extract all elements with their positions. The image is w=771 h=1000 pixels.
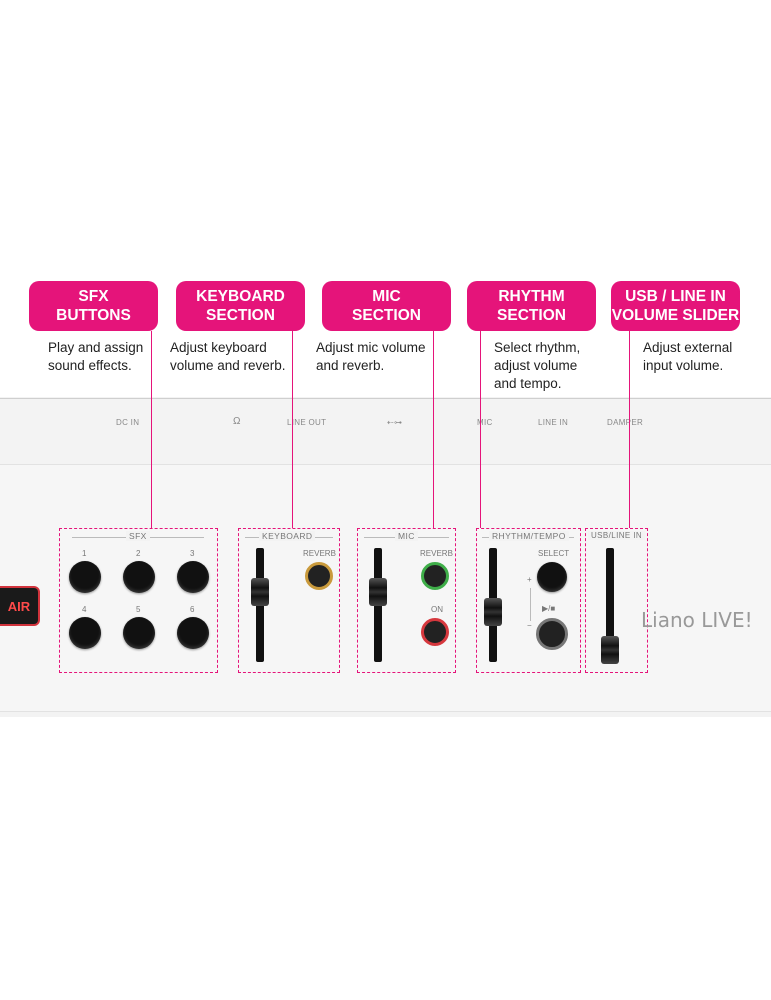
sfx-button-3[interactable] [177,561,209,593]
desc-line: volume and reverb. [170,358,286,373]
callout-description-mic: Adjust mic volume and reverb. [316,339,426,375]
callout-description-usb: Adjust external input volume. [643,339,732,375]
port-label-damper: DAMPER [607,418,644,427]
callout-title-line2: SECTION [206,307,275,324]
highlight-box-keyboard [238,528,340,673]
callout-rhythm: RHYTHM SECTION [467,281,596,331]
callout-title-line2: VOLUME SLIDER [611,307,740,324]
panel-edge [0,398,771,399]
air-button[interactable]: AIR [0,586,40,626]
rhythm-select-label: SELECT [538,549,570,558]
rhythm-select-button[interactable] [537,562,567,592]
mic-on-button[interactable] [421,618,449,646]
sfx-label-6: 6 [190,605,195,614]
mic-section-title: MIC [395,531,418,541]
callout-title-line1: RHYTHM [498,288,565,305]
port-label-line-out: LINE OUT [287,418,327,427]
sfx-button-4[interactable] [69,617,101,649]
sfx-label-5: 5 [136,605,141,614]
desc-line: sound effects. [48,358,132,373]
leader-line-rhythm [480,331,481,528]
rhythm-play-stop-button[interactable] [536,618,568,650]
desc-line: and reverb. [316,358,385,373]
callout-title-line1: MIC [372,288,401,305]
leader-line-mic [433,331,434,528]
callout-description-keyboard: Adjust keyboard volume and reverb. [170,339,286,375]
rhythm-section-title: RHYTHM/TEMPO [489,531,569,541]
usb-icon: ⇠⊶ [387,418,403,427]
sfx-label-4: 4 [82,605,87,614]
sfx-button-5[interactable] [123,617,155,649]
sfx-label-3: 3 [190,549,195,558]
play-stop-icon: ▶/■ [542,604,556,613]
sfx-label-2: 2 [136,549,141,558]
desc-line: Adjust external [643,340,733,355]
usb-section-title: USB/LINE IN [588,531,646,540]
callout-keyboard: KEYBOARD SECTION [176,281,305,331]
tempo-scale-line [530,588,531,621]
leader-line-usb [629,331,630,528]
tempo-plus-label: + [527,575,532,584]
callout-usb-line-in: USB / LINE IN VOLUME SLIDER [611,281,740,331]
leader-line-sfx [151,331,152,528]
desc-line: and tempo. [494,376,562,391]
liano-live-logo: Liano LIVE! [641,608,753,632]
sfx-button-1[interactable] [69,561,101,593]
sfx-section-title: SFX [126,531,150,541]
sfx-label-1: 1 [82,549,87,558]
mic-reverb-label: REVERB [420,549,453,558]
desc-line: Adjust mic volume [316,340,426,355]
highlight-box-sfx [59,528,218,673]
callout-description-sfx: Play and assign sound effects. [48,339,143,375]
desc-line: input volume. [643,358,724,373]
tempo-minus-label: − [527,621,532,630]
callout-title-line2: SECTION [497,307,566,324]
rhythm-volume-slider[interactable] [484,598,502,626]
callout-title-line1: SFX [78,288,109,305]
usb-volume-slider[interactable] [601,636,619,664]
leader-line-keyboard [292,331,293,528]
sfx-button-2[interactable] [123,561,155,593]
callout-title-line1: KEYBOARD [196,288,285,305]
mic-on-label: ON [431,605,443,614]
mic-volume-slider[interactable] [369,578,387,606]
highlight-box-mic [357,528,456,673]
desc-line: Play and assign [48,340,144,355]
highlight-box-usb [585,528,648,673]
desc-line: Select rhythm, [494,340,581,355]
keyboard-reverb-label: REVERB [303,549,336,558]
callout-mic: MIC SECTION [322,281,451,331]
keyboard-reverb-button[interactable] [305,562,333,590]
port-label-line-in: LINE IN [538,418,569,427]
highlight-box-rhythm [476,528,581,673]
callout-title-line2: SECTION [352,307,421,324]
headphone-icon: Ω [233,416,241,427]
callout-sfx: SFX BUTTONS [29,281,158,331]
desc-line: Adjust keyboard [170,340,267,355]
sfx-button-6[interactable] [177,617,209,649]
callout-title-line1: USB / LINE IN [625,288,726,305]
desc-line: adjust volume [494,358,578,373]
mic-reverb-button[interactable] [421,562,449,590]
callout-description-rhythm: Select rhythm, adjust volume and tempo. [494,339,580,393]
keyboard-section-title: KEYBOARD [259,531,316,541]
keyboard-volume-slider[interactable] [251,578,269,606]
port-label-dc-in: DC IN [116,418,140,427]
callout-title-line2: BUTTONS [56,307,131,324]
usb-volume-slot [606,548,614,662]
port-label-mic: MIC [477,418,493,427]
